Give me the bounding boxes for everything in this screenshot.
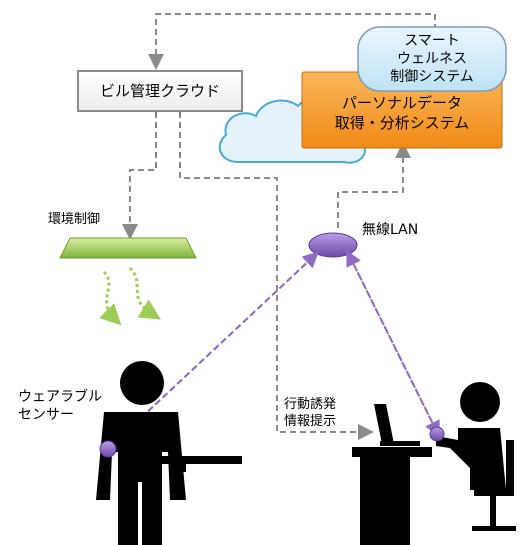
building-cloud-label: ビル管理クラウド [99,82,220,100]
wireless-to-wearable-link [106,256,314,451]
smart-wellness-box [357,26,507,92]
personal-data-line2: 取得・分析システム [334,114,470,132]
building-cloud-box [77,70,243,112]
gray-connectors [122,13,436,440]
wireless-connector [337,142,411,228]
standing-person-icon [96,361,242,545]
airflow-arrows [99,266,161,326]
wearable-sensor-label: ウェアラブル センサー [18,388,102,424]
env-control-connector [122,112,157,240]
behavior-connector [179,112,374,440]
smart-wellness-label: スマート ウェルネス 制御システム [358,32,506,86]
smart-wellness-line2: ウェルネス [397,51,467,67]
behavior-line1: 行動誘発 [284,397,337,412]
wearable-line1: ウェアラブル [18,389,102,405]
airflow-arrow-right [128,266,161,320]
env-control-label: 環境制御 [48,212,101,227]
desk-sensor-dot [429,426,445,442]
env-control-device [59,237,197,259]
smart-wellness-line1: スマート [404,33,460,49]
behavior-line2: 情報提示 [284,414,337,429]
wireless-lan-node [308,232,358,258]
loop-connector [148,13,436,70]
seated-person-icon [352,382,516,545]
wireless-lan-label: 無線LAN [362,222,419,238]
personal-data-label: パーソナルデータ 取得・分析システム [302,93,502,133]
wearable-line2: センサー [18,407,74,423]
personal-data-line1: パーソナルデータ [341,94,462,112]
airflow-arrow-left [99,270,122,326]
wearable-sensor-dot [99,440,117,458]
behavior-info-label: 行動誘発 情報提示 [284,396,336,430]
smart-wellness-line3: 制御システム [390,69,474,85]
wireless-to-desk-link [349,256,440,438]
